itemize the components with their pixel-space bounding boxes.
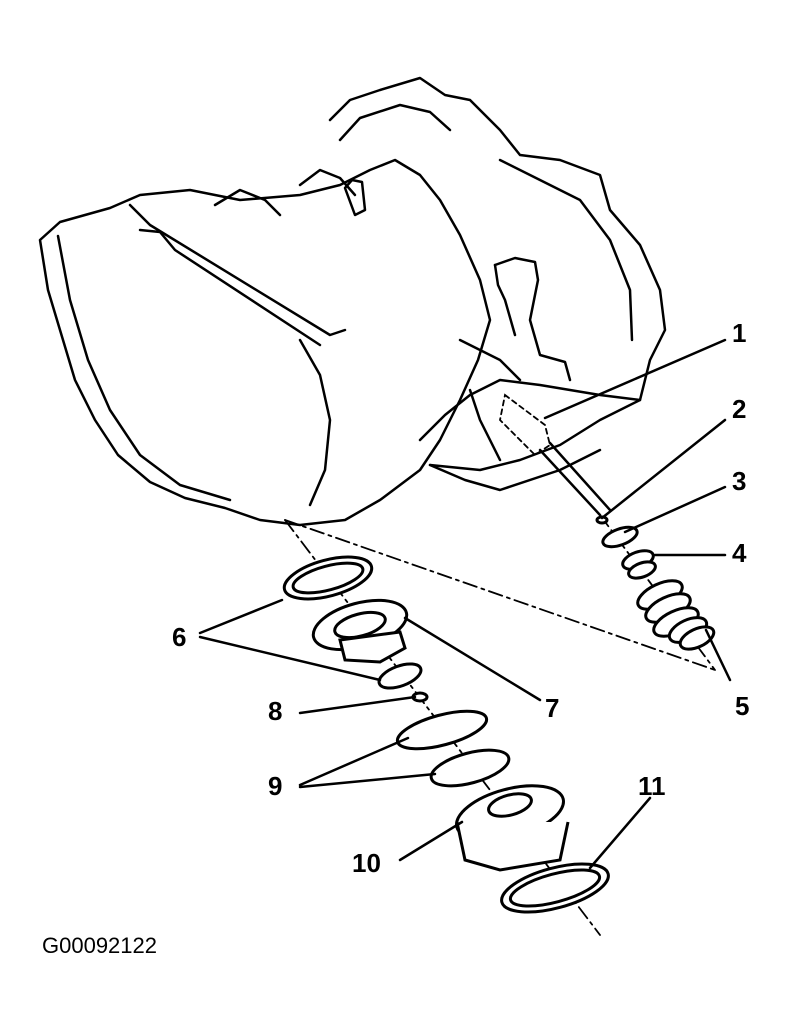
valve-parts-stack <box>595 515 716 651</box>
callout-9: 9 <box>268 771 282 801</box>
figure-id-label: G00092122 <box>42 933 157 958</box>
callout-10: 10 <box>352 848 381 878</box>
callout-11: 11 <box>638 771 666 801</box>
part-3-ring <box>601 525 639 549</box>
part-5-springs <box>636 579 716 651</box>
callout-labels: 1 2 3 4 5 6 7 8 9 10 11 <box>172 318 749 878</box>
part-9-seal-upper <box>395 709 489 751</box>
callout-2: 2 <box>732 394 746 424</box>
callout-8: 8 <box>268 696 282 726</box>
callout-7: 7 <box>545 693 559 723</box>
piston-parts-stack <box>282 555 610 914</box>
callout-5: 5 <box>735 691 749 721</box>
callout-4: 4 <box>732 538 747 568</box>
callout-3: 3 <box>732 466 746 496</box>
callout-1: 1 <box>732 318 746 348</box>
callout-6: 6 <box>172 622 186 652</box>
part-9-seal-lower <box>429 748 511 788</box>
leader-lines <box>198 338 732 870</box>
transmission-case <box>38 76 667 527</box>
part-6-small-seal <box>377 662 423 690</box>
